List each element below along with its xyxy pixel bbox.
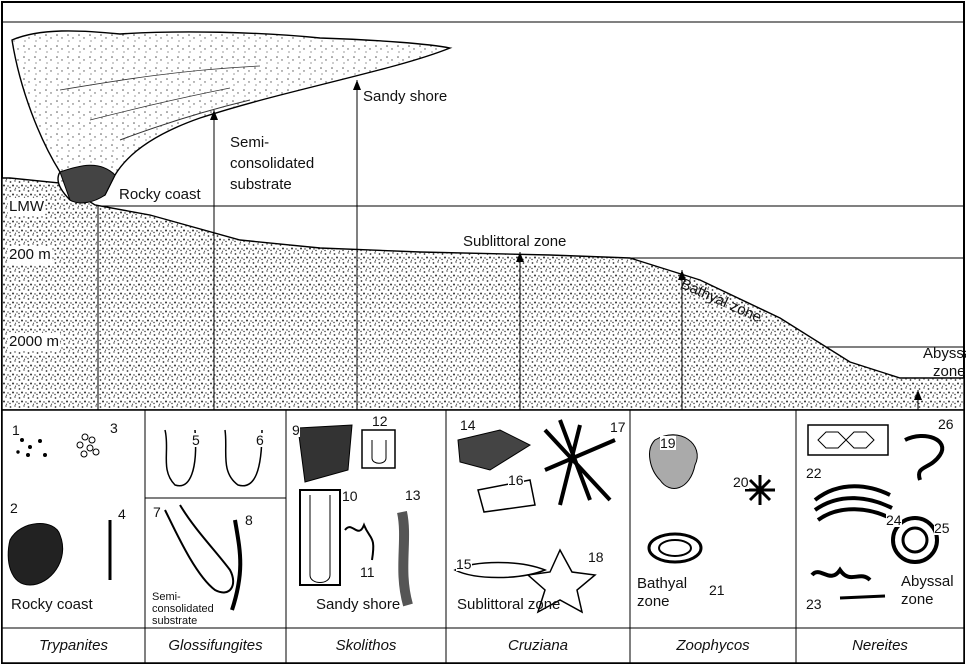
ichnofacies-cruziana: Cruziana xyxy=(446,628,630,663)
fossil-number-6: 6 xyxy=(256,433,264,447)
fossil-number-16: 16 xyxy=(508,473,524,487)
semi-consolidated-profile-label: Semi- consolidated substrate xyxy=(229,132,315,195)
fossil-number-15: 15 xyxy=(456,557,472,571)
fossil-number-4: 4 xyxy=(118,507,126,521)
fossil-number-19: 19 xyxy=(660,436,676,450)
ichnofacies-nereites: Nereites xyxy=(796,628,964,663)
fossil-number-3: 3 xyxy=(110,421,118,435)
sandy-shore-panel-label: Sandy shore xyxy=(315,596,401,614)
depth-2000m-label: 2000 m xyxy=(8,333,60,351)
fossil-number-21: 21 xyxy=(709,583,725,597)
fossil-number-10: 10 xyxy=(342,489,358,503)
fossil-number-11: 11 xyxy=(360,565,375,579)
sandy-shore-profile-label: Sandy shore xyxy=(362,88,448,106)
fossil-number-2: 2 xyxy=(10,501,18,515)
rocky-coast-profile-label: Rocky coast xyxy=(118,186,202,204)
fossil-number-25: 25 xyxy=(934,521,950,535)
ichnofacies-glossifungites: Glossifungites xyxy=(145,628,286,663)
sublittoral-panel-label: Sublittoral zone xyxy=(456,596,561,614)
fossil-number-13: 13 xyxy=(405,488,421,502)
fossil-number-18: 18 xyxy=(588,550,604,564)
fossil-number-17: 17 xyxy=(610,420,626,434)
fossil-number-1: 1 xyxy=(12,423,20,437)
abyssal-panel-label: Abyssal zone xyxy=(900,573,955,609)
depth-200m-label: 200 m xyxy=(8,246,52,264)
fossil-number-22: 22 xyxy=(806,466,822,480)
bathyal-panel-label: Bathyal zone xyxy=(636,575,688,611)
sublittoral-profile-label: Sublittoral zone xyxy=(462,233,567,251)
ichnofacies-skolithos: Skolithos xyxy=(286,628,446,663)
rocky-coast-panel-label: Rocky coast xyxy=(10,596,94,614)
fossil-number-8: 8 xyxy=(245,513,253,527)
lmw-label: LMW xyxy=(8,198,45,216)
fossil-number-20: 20 xyxy=(733,475,749,489)
fossil-number-14: 14 xyxy=(460,418,476,432)
fossil-number-12: 12 xyxy=(372,414,388,428)
fossil-number-7: 7 xyxy=(153,505,161,519)
ichnofacies-zoophycos: Zoophycos xyxy=(630,628,796,663)
ichnofacies-trypanites: Trypanites xyxy=(2,628,145,663)
fossil-number-26: 26 xyxy=(938,417,954,431)
seafloor-profile xyxy=(2,178,964,410)
fossil-number-24: 24 xyxy=(886,513,902,527)
semi-consolidated-panel-label: Semi- consolidated substrate xyxy=(151,591,215,627)
abyssal-profile-label: Abyssal zone xyxy=(922,345,966,381)
fossil-number-5: 5 xyxy=(192,433,200,447)
fossil-number-9: 9 xyxy=(292,423,300,437)
fossil-number-23: 23 xyxy=(806,597,822,611)
